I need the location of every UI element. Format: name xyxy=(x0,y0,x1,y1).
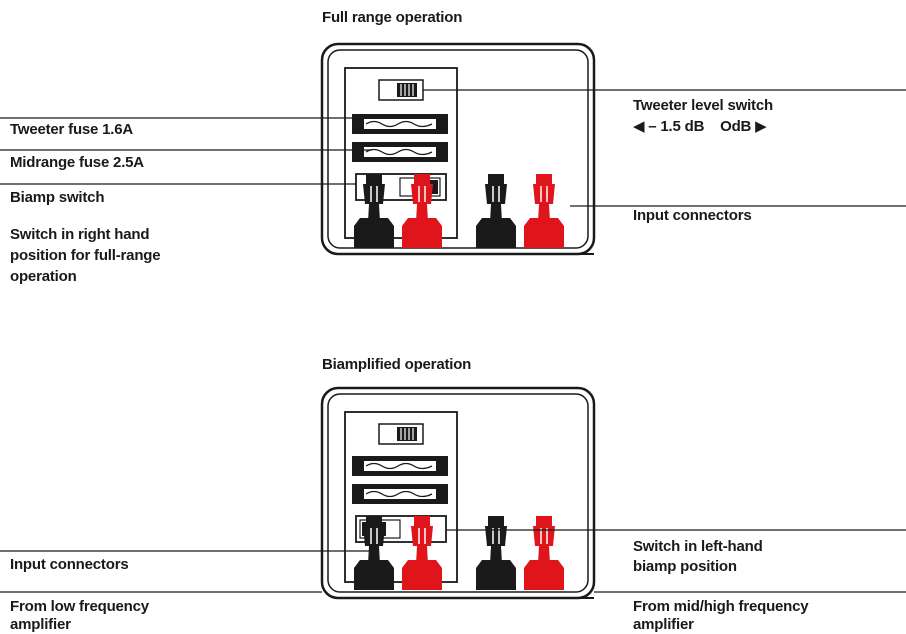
from-low-line-1: From low frequency xyxy=(10,598,149,615)
switch-left-line-2: biamp position xyxy=(633,558,737,575)
top-tweeter-fuse xyxy=(351,113,449,135)
tweeter-level-switch-label: Tweeter level switch xyxy=(633,97,773,114)
bottom-midrange-fuse xyxy=(351,483,449,505)
biamplified-title: Biamplified operation xyxy=(322,356,472,373)
full-range-title: Full range operation xyxy=(322,9,463,26)
from-mid-line-2: amplifier xyxy=(633,616,694,633)
switch-note-line-3: operation xyxy=(10,268,77,285)
from-mid-line-1: From mid/high frequency xyxy=(633,598,809,615)
top-leader-lines xyxy=(0,89,906,207)
from-low-line-2: amplifier xyxy=(10,616,71,633)
top-tweeter-level-switch xyxy=(378,79,424,101)
tweeter-fuse-label: Tweeter fuse 1.6A xyxy=(10,121,134,138)
bottom-tweeter-level-switch xyxy=(378,423,424,445)
top-midrange-fuse xyxy=(351,141,449,163)
bottom-leader-lines xyxy=(0,529,906,593)
switch-note-line-1: Switch in right hand xyxy=(10,226,150,243)
biamp-switch-label: Biamp switch xyxy=(10,189,105,206)
bottom-input-connectors-label: Input connectors xyxy=(10,556,129,573)
bottom-tweeter-fuse xyxy=(351,455,449,477)
top-input-connectors-label: Input connectors xyxy=(633,207,752,224)
midrange-fuse-label: Midrange fuse 2.5A xyxy=(10,154,144,171)
tweeter-level-values: ◀ – 1.5 dB OdB ▶ xyxy=(633,118,767,135)
switch-note-line-2: position for full-range xyxy=(10,247,161,264)
switch-left-line-1: Switch in left-hand xyxy=(633,538,763,555)
